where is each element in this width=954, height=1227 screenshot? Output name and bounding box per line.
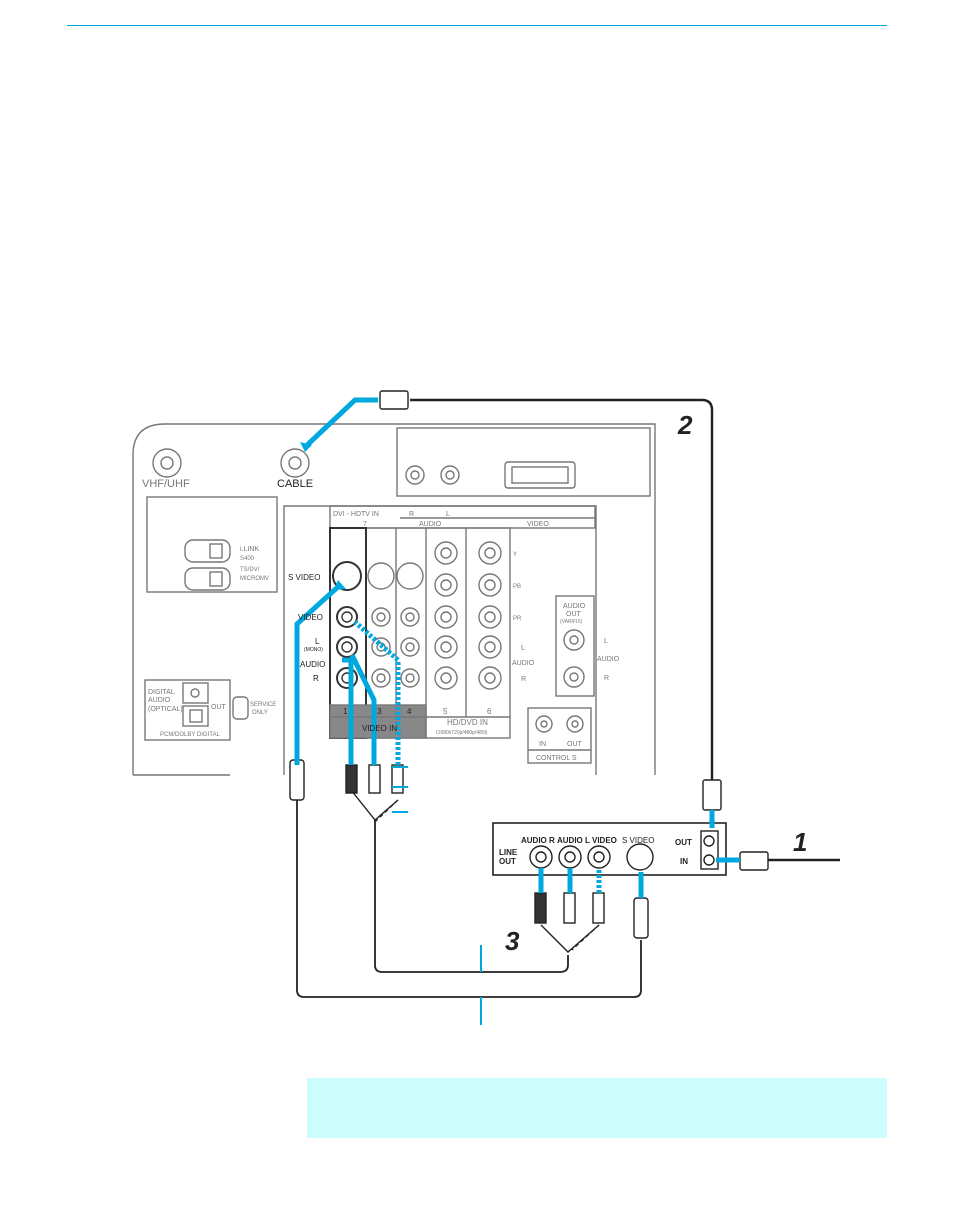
svg-text:L: L (315, 637, 320, 646)
svg-text:OUT: OUT (499, 857, 516, 866)
device-s-video-jack (626, 843, 654, 871)
svg-text:ONLY: ONLY (252, 710, 268, 716)
svg-text:AUDIO R: AUDIO R (521, 836, 555, 845)
svg-text:TS/DV/: TS/DV/ (240, 567, 260, 573)
cable-jack (280, 448, 310, 478)
svg-text:7: 7 (363, 521, 367, 528)
audio-out-panel (555, 595, 595, 697)
svg-text:VIDEO: VIDEO (298, 613, 323, 622)
svg-text:6: 6 (487, 707, 492, 716)
svg-text:AUDIO: AUDIO (512, 660, 535, 667)
tv-housing-outline (132, 423, 656, 775)
svg-text:OUT: OUT (566, 611, 582, 618)
svg-text:4: 4 (407, 707, 412, 716)
svg-text:S VIDEO: S VIDEO (622, 836, 654, 845)
svg-text:AUDIO: AUDIO (597, 656, 620, 663)
svg-text:1: 1 (343, 707, 348, 716)
svg-text:(MONO): (MONO) (304, 647, 323, 653)
s-video-1-jack (332, 561, 362, 591)
svg-text:OUT: OUT (211, 704, 227, 711)
coax-cable-2 (410, 398, 714, 785)
svg-text:IN: IN (680, 857, 688, 866)
svg-text:AUDIO: AUDIO (563, 603, 586, 610)
svg-text:R: R (313, 674, 319, 683)
step-2: 2 (677, 410, 693, 440)
svg-text:PCM/DOLBY DIGITAL: PCM/DOLBY DIGITAL (160, 732, 220, 738)
step-1: 1 (793, 827, 807, 857)
arrow-to-cable (303, 397, 378, 449)
svg-text:DIGITAL: DIGITAL (148, 689, 175, 696)
svg-text:R: R (604, 675, 609, 682)
video-in-band (329, 704, 427, 739)
svg-text:L: L (446, 511, 450, 518)
step-3: 3 (505, 926, 520, 956)
svg-text:OUT: OUT (675, 838, 692, 847)
svg-text:S VIDEO: S VIDEO (288, 573, 320, 582)
coax-plug-device-in (739, 851, 769, 871)
svg-text:(1080i/720p/480p/480i): (1080i/720p/480p/480i) (436, 730, 488, 736)
ilink-label: i.LINK (240, 546, 259, 553)
svg-text:IN: IN (539, 741, 546, 748)
svg-text:DVI - HDTV IN: DVI - HDTV IN (333, 511, 379, 518)
svg-text:(VAR/FIX): (VAR/FIX) (560, 619, 583, 625)
svg-text:LINE: LINE (499, 848, 518, 857)
svg-text:CONTROL S: CONTROL S (536, 755, 577, 762)
svg-text:R: R (521, 676, 526, 683)
av-cable (374, 820, 569, 973)
svideo-plug-tv (289, 759, 305, 801)
svg-text:5: 5 (443, 707, 448, 716)
svg-text:AUDIO: AUDIO (419, 521, 442, 528)
svg-text:MICROMV: MICROMV (240, 576, 269, 582)
svg-text:3: 3 (377, 707, 382, 716)
svg-text:HD/DVD IN: HD/DVD IN (447, 718, 488, 727)
svg-text:SERVICE: SERVICE (250, 702, 276, 708)
svg-text:AUDIO L: AUDIO L (557, 836, 590, 845)
svg-text:R: R (409, 511, 414, 518)
svg-text:AUDIO: AUDIO (148, 697, 171, 704)
svg-text:S400: S400 (240, 556, 255, 562)
svg-text:VIDEO: VIDEO (527, 521, 549, 528)
svideo-cable (296, 800, 642, 998)
svg-text:(OPTICAL): (OPTICAL) (148, 706, 183, 713)
top-dvi-panel (396, 427, 651, 497)
service-only-port (232, 696, 249, 720)
svg-text:PR: PR (513, 616, 522, 622)
device-box (492, 822, 727, 876)
dvi-connector (504, 461, 576, 489)
cable-label: CABLE (277, 478, 313, 490)
svg-text:Y: Y (513, 552, 517, 558)
coax-plug-device-out (702, 779, 722, 811)
ilink-panel (146, 496, 278, 593)
svg-text:L: L (521, 645, 525, 652)
svideo-plug-device (633, 897, 649, 939)
control-s-panel (527, 707, 592, 764)
svg-text:AUDIO: AUDIO (300, 660, 325, 669)
coax-plug-top (379, 390, 409, 410)
note-box (307, 1078, 887, 1138)
svg-text:L: L (604, 638, 608, 645)
top-rule (67, 25, 887, 26)
svg-text:VIDEO: VIDEO (592, 836, 617, 845)
top-audio-r-jack (405, 465, 425, 485)
vhf-uhf-jack (152, 448, 182, 478)
digital-audio-panel (144, 679, 231, 741)
top-audio-l-jack (440, 465, 460, 485)
svg-text:OUT: OUT (567, 741, 583, 748)
svg-text:PB: PB (513, 584, 521, 590)
vhf-uhf-label: VHF/UHF (142, 478, 190, 490)
svg-text:VIDEO IN: VIDEO IN (362, 724, 397, 733)
